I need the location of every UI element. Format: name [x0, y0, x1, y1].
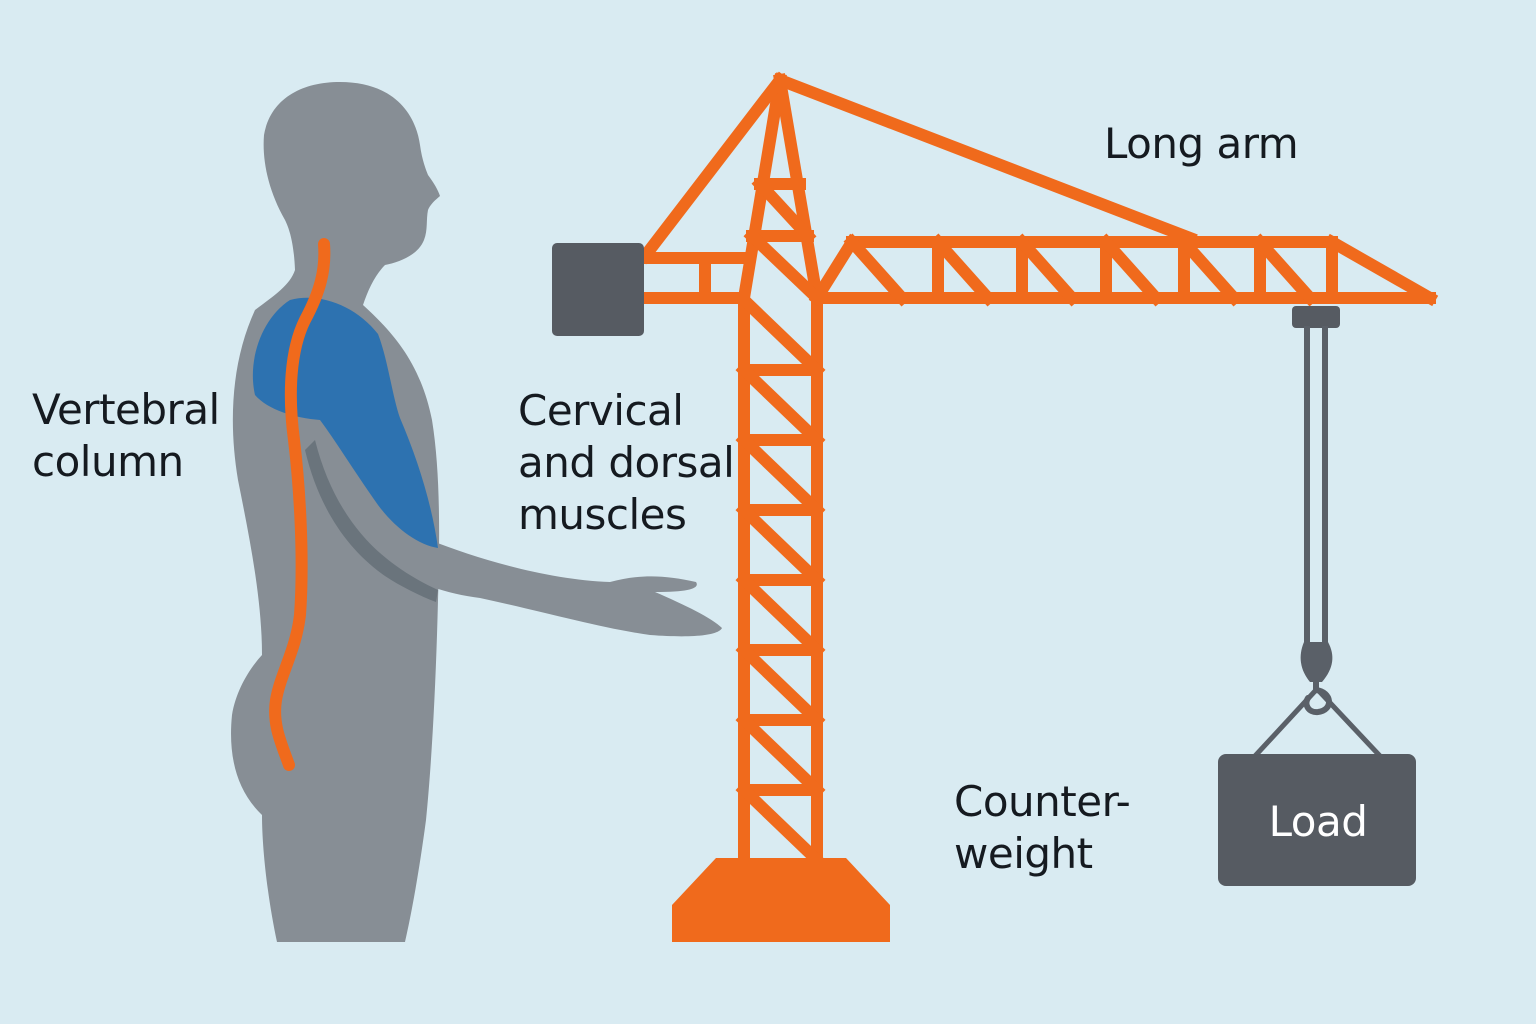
- label-muscles-line1: Cervical: [518, 386, 684, 435]
- crane-main-jib: [772, 72, 1439, 307]
- label-long-arm: Long arm: [1104, 118, 1299, 170]
- label-vertebral-column: Vertebral column: [32, 384, 220, 488]
- label-muscles-line3: muscles: [518, 490, 687, 539]
- sling-right: [1316, 688, 1382, 758]
- label-counterweight-line2: weight: [954, 829, 1093, 878]
- label-cervical-dorsal-muscles: Cervical and dorsal muscles: [518, 385, 735, 541]
- label-long-arm-text: Long arm: [1104, 119, 1299, 168]
- label-vertebral-column-line1: Vertebral: [32, 385, 220, 434]
- label-load: Load: [1220, 796, 1416, 848]
- label-muscles-line2: and dorsal: [518, 438, 735, 487]
- human-arm-shadow: [305, 440, 438, 602]
- human-figure: [231, 82, 722, 942]
- trolley: [1292, 306, 1340, 328]
- hook-block: [1300, 642, 1333, 682]
- crane-tower-bracing: [735, 291, 826, 869]
- load-box: [1218, 754, 1416, 886]
- label-counterweight: Counter- weight: [954, 776, 1131, 880]
- label-counterweight-line1: Counter-: [954, 777, 1131, 826]
- human-spine: [269, 238, 331, 771]
- sling-left: [1253, 688, 1318, 758]
- label-load-text: Load: [1268, 797, 1368, 846]
- crane: [636, 71, 1439, 869]
- counterweight-block: [552, 243, 644, 336]
- crane-base: [672, 858, 890, 942]
- crane-counter-jib: [636, 71, 789, 304]
- label-vertebral-column-line2: column: [32, 437, 184, 486]
- hoist: [1253, 306, 1382, 758]
